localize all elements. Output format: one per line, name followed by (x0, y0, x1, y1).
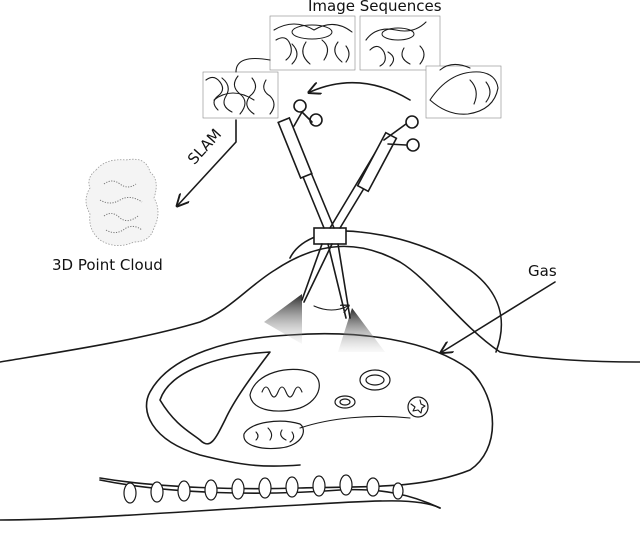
point-cloud-figure (85, 158, 159, 246)
right-camera-beam (338, 308, 385, 352)
left-camera-beam (264, 294, 302, 344)
right-endoscope (327, 115, 420, 319)
spine (123, 474, 404, 504)
frame-3 (359, 15, 441, 71)
left-endoscope (277, 99, 335, 303)
pancreas (243, 420, 304, 450)
frame-4 (425, 65, 502, 119)
rotation-arrow (313, 306, 348, 310)
liver (159, 351, 271, 445)
image-sequences-label: Image Sequences (308, 0, 442, 15)
intestine (249, 368, 320, 412)
gas-pointer-arrow (442, 281, 556, 352)
point-cloud-label: 3D Point Cloud (52, 256, 163, 274)
frame-2 (269, 15, 356, 71)
view-transfer-arrow (310, 81, 411, 101)
trocar-port (313, 227, 347, 245)
image-sequence-frames (202, 15, 502, 119)
abdominal-cavity (99, 332, 494, 490)
body-outline (0, 245, 640, 363)
frame-1 (202, 71, 279, 119)
kidney (407, 396, 429, 418)
gas-label: Gas (528, 262, 557, 280)
slam-arrow (178, 119, 237, 205)
